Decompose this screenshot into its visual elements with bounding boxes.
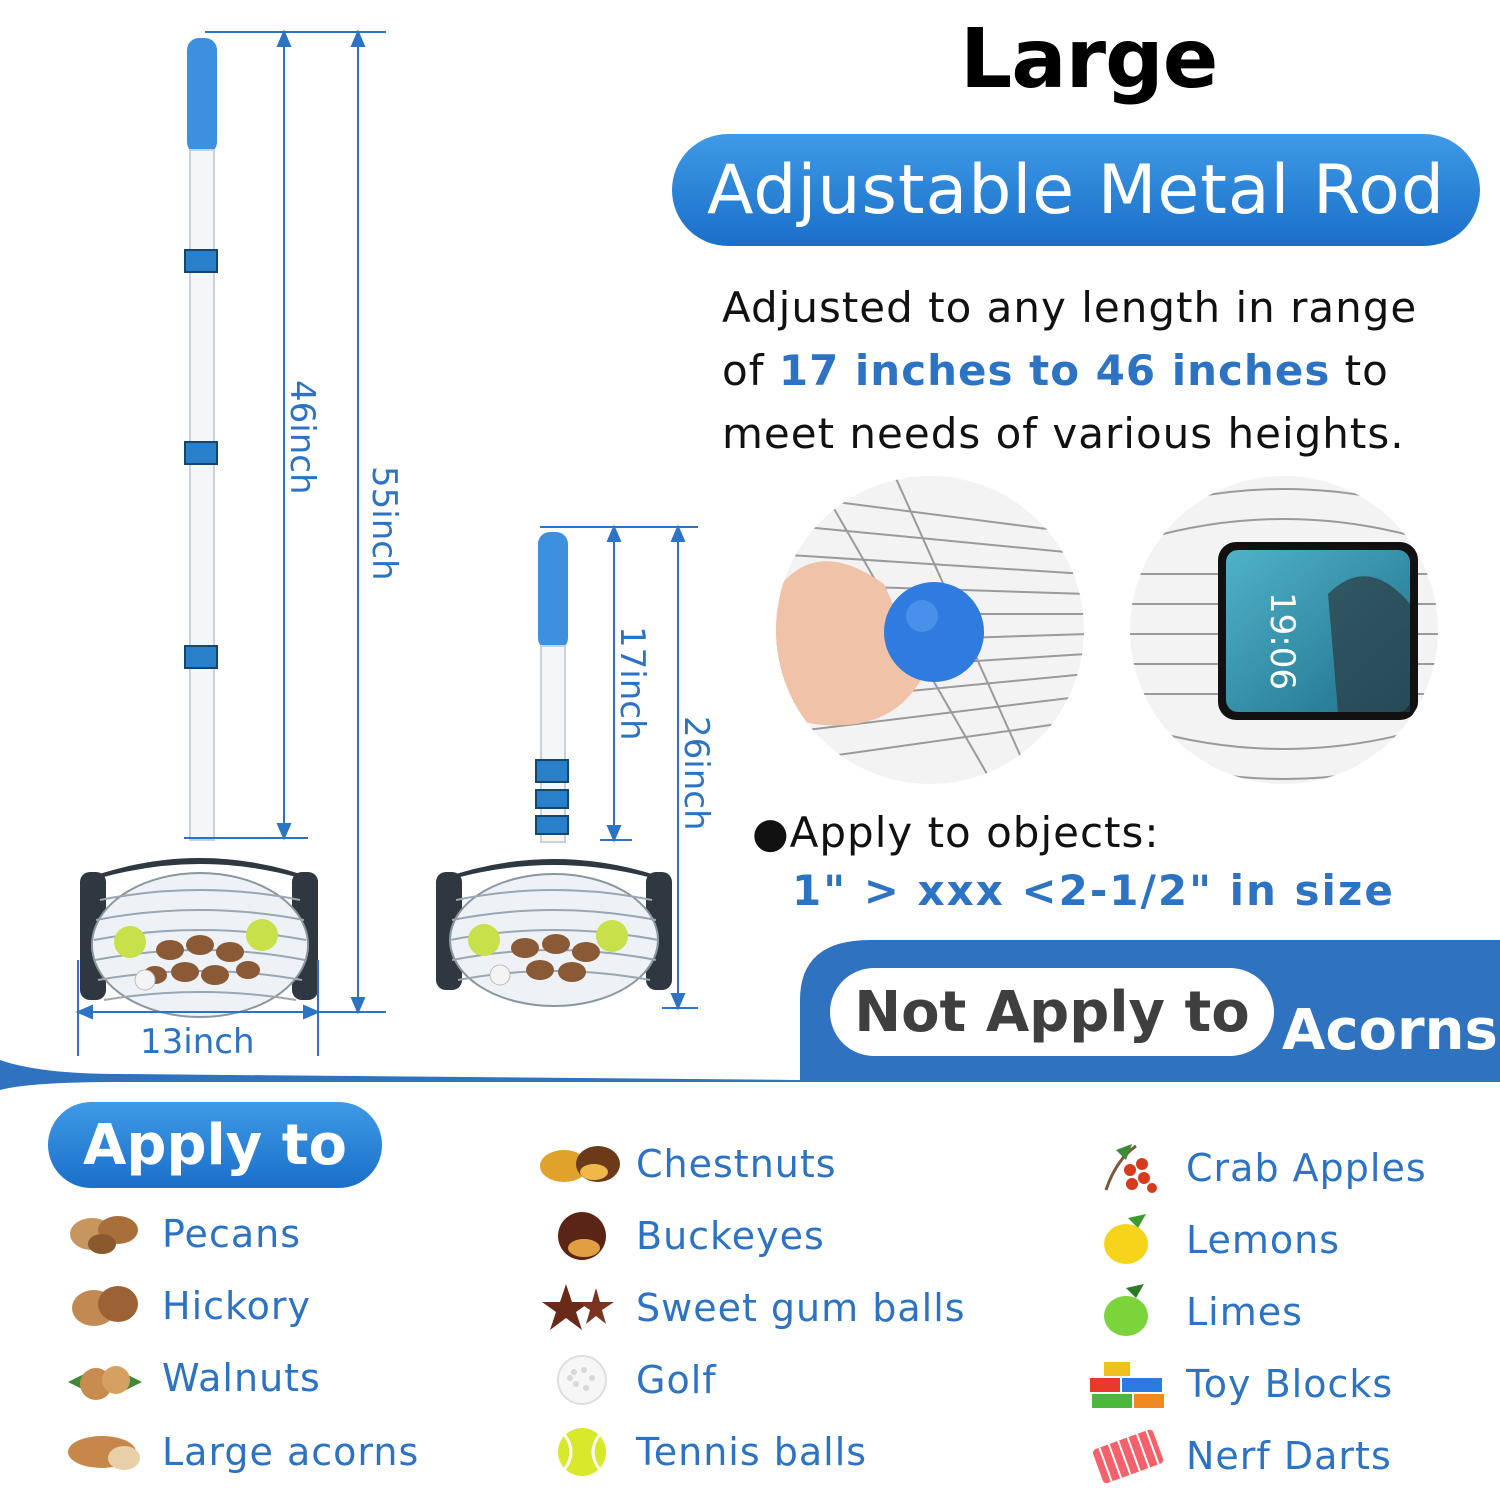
list-item-crab-apples: Crab Apples [1086, 1140, 1427, 1196]
dimension-lines [75, 29, 698, 1056]
apply-objects-label: ●Apply to objects: [752, 808, 1160, 857]
phone-time: 19:06 [1262, 592, 1302, 690]
toy-blocks-icon [1086, 1356, 1172, 1412]
dim-short-rod: 17inch [612, 626, 652, 741]
item-label: Toy Blocks [1186, 1362, 1394, 1406]
list-item-tennis-balls: Tennis balls [536, 1424, 867, 1480]
tall-picker [80, 38, 318, 1018]
list-item-buckeyes: Buckeyes [536, 1208, 825, 1264]
item-label: Hickory [162, 1284, 312, 1328]
phone-detail-photo [1130, 476, 1438, 784]
list-item-sweet-gum-balls: Sweet gum balls [536, 1280, 966, 1336]
item-label: Lemons [1186, 1218, 1341, 1262]
desc-line-2-suffix: to [1330, 346, 1389, 395]
pecan-icon [62, 1206, 148, 1262]
item-label: Sweet gum balls [636, 1286, 966, 1330]
list-item-golf: Golf [536, 1352, 717, 1408]
desc-line-2-prefix: of [722, 346, 779, 395]
item-label: Chestnuts [636, 1142, 837, 1186]
buckeye-icon [536, 1208, 622, 1264]
acorn-icon [62, 1424, 148, 1480]
list-item-walnuts: Walnuts [62, 1350, 321, 1406]
list-item-large-acorns: Large acorns [62, 1424, 419, 1480]
item-label: Large acorns [162, 1430, 420, 1474]
desc-length-range: 17 inches to 46 inches [778, 346, 1331, 395]
dim-tall-rod: 46inch [282, 380, 322, 495]
dim-width: 13inch [140, 1022, 255, 1062]
item-label: Limes [1186, 1290, 1303, 1334]
list-item-nerf-darts: Nerf Darts [1086, 1428, 1392, 1484]
hickory-icon [62, 1278, 148, 1334]
not-apply-acorns: Acorns [1282, 998, 1498, 1063]
lime-icon [1086, 1284, 1172, 1340]
item-label: Pecans [162, 1212, 301, 1256]
item-label: Nerf Darts [1186, 1434, 1392, 1478]
desc-line-1: Adjusted to any length in range [722, 283, 1418, 332]
chestnut-icon [536, 1136, 622, 1192]
product-illustration [75, 29, 698, 1056]
sweet-gum-icon [536, 1280, 622, 1336]
list-item-pecans: Pecans [62, 1206, 301, 1262]
crab-apple-icon [1086, 1140, 1172, 1196]
not-apply-pill: Not Apply to [830, 968, 1274, 1056]
list-item-limes: Limes [1086, 1284, 1303, 1340]
lemon-icon [1086, 1212, 1172, 1268]
adjustable-rod-pill: Adjustable Metal Rod [672, 134, 1480, 246]
tennis-ball-icon [536, 1424, 622, 1480]
item-label: Buckeyes [636, 1214, 825, 1258]
apply-objects-text: Apply to objects: [789, 808, 1160, 857]
walnut-icon [62, 1350, 148, 1406]
item-label: Tennis balls [636, 1430, 868, 1474]
bullet: ● [752, 808, 790, 857]
item-label: Crab Apples [1186, 1146, 1427, 1190]
list-item-lemons: Lemons [1086, 1212, 1340, 1268]
dim-tall-total: 55inch [364, 466, 404, 581]
list-item-chestnuts: Chestnuts [536, 1136, 837, 1192]
short-picker [436, 532, 672, 1007]
list-item-hickory: Hickory [62, 1278, 311, 1334]
apply-to-pill: Apply to [48, 1102, 382, 1188]
desc-line-2: of 17 inches to 46 inches to [722, 339, 1482, 402]
title-large: Large [960, 12, 1218, 107]
apply-size-range: 1" > xxx <2-1/2" in size [792, 866, 1395, 915]
dim-short-total: 26inch [676, 716, 716, 831]
list-item-toy-blocks: Toy Blocks [1086, 1356, 1393, 1412]
golf-ball-detail-photo [776, 476, 1084, 784]
item-label: Golf [636, 1358, 717, 1402]
nerf-darts-icon [1086, 1428, 1172, 1484]
rod-description: Adjusted to any length in range of 17 in… [722, 276, 1482, 465]
golf-ball-icon [536, 1352, 622, 1408]
desc-line-3: meet needs of various heights. [722, 409, 1405, 458]
item-label: Walnuts [162, 1356, 321, 1400]
